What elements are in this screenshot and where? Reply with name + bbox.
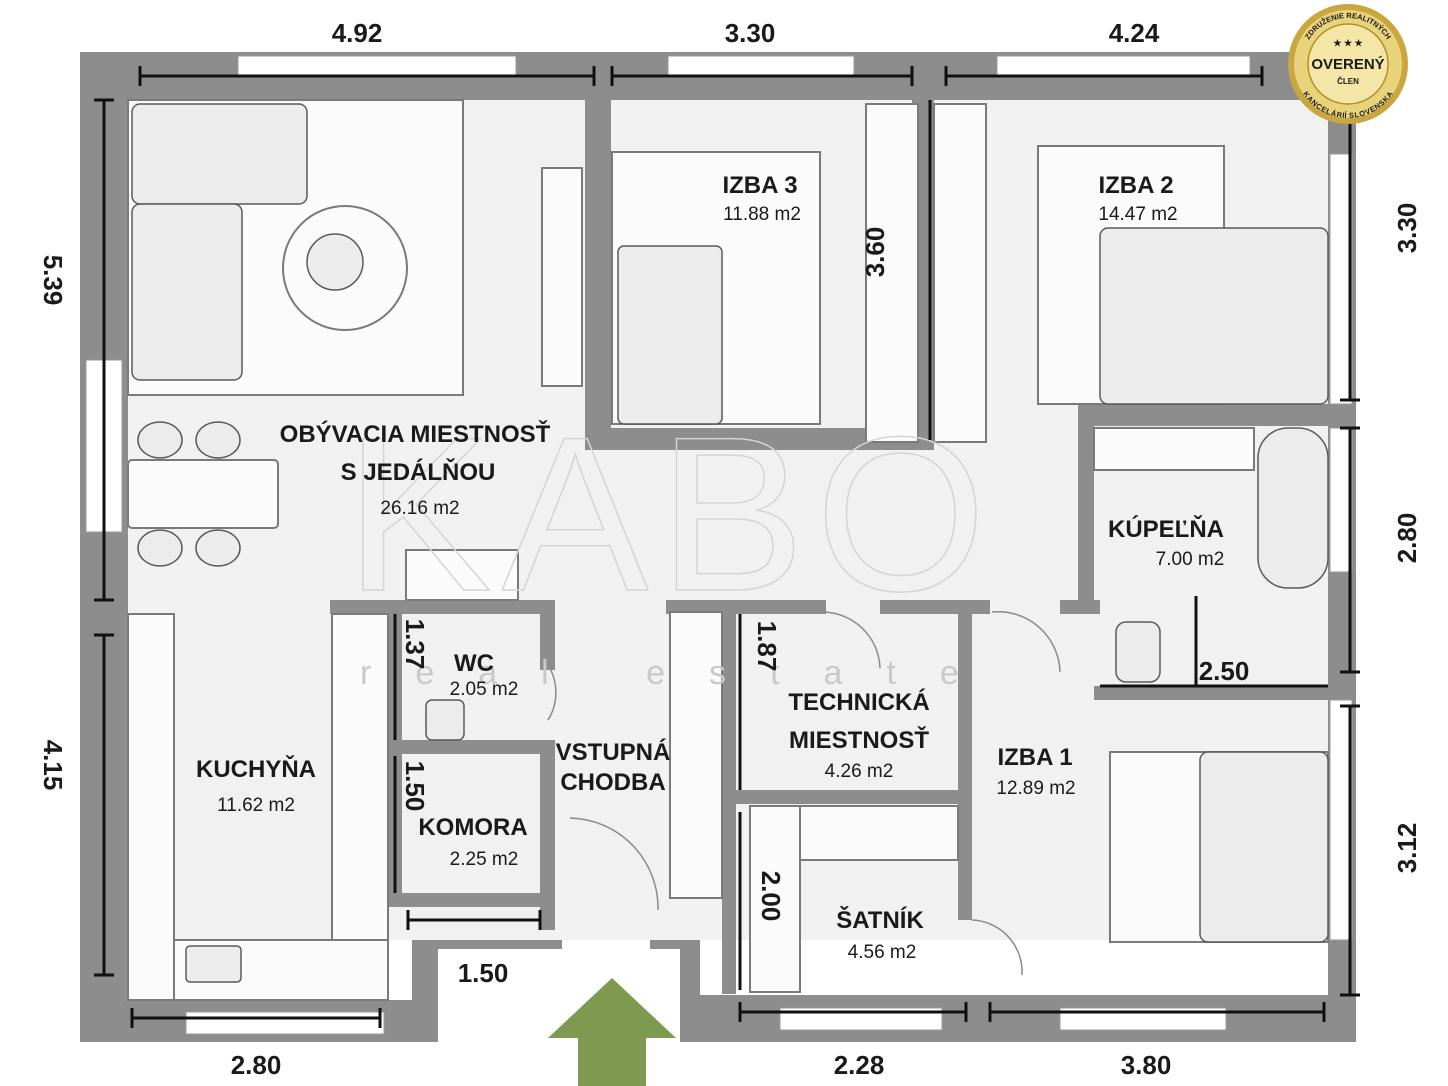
kitchen-area: 11.62 m2 — [217, 795, 295, 816]
dimension-lines — [94, 66, 1360, 1028]
wc-name: WC — [454, 650, 494, 677]
dim-right-upper: 3.30 — [1392, 203, 1422, 254]
living-room-name-2: S JEDÁLŇOU — [341, 458, 496, 486]
door-swings — [547, 610, 1061, 976]
izba2-name: IZBA 2 — [1098, 172, 1173, 199]
dim-komora-height: 1.50 — [400, 761, 430, 812]
interior-walls — [330, 100, 1328, 994]
technical-room-name-1: TECHNICKÁ — [788, 688, 929, 716]
furniture — [127, 99, 1329, 1001]
dim-top-mid: 3.30 — [725, 18, 776, 48]
badge-sub-text: ČLEN — [1337, 77, 1359, 86]
windows — [85, 55, 1353, 1035]
kitchen-name: KUCHYŇA — [196, 755, 316, 783]
wardrobe-name: ŠATNÍK — [836, 906, 924, 934]
komora-name: KOMORA — [418, 814, 527, 841]
izba2-area: 14.47 m2 — [1098, 204, 1177, 225]
dim-hall-wardrobe: 3.60 — [860, 227, 890, 278]
dim-top-left: 4.92 — [332, 18, 383, 48]
dim-left-upper: 5.39 — [38, 255, 68, 306]
watermark-logo: KABO — [345, 391, 996, 637]
room-labels: OBÝVACIA MIESTNOSŤ S JEDÁLŇOU 26.16 m2 I… — [196, 172, 1224, 963]
dim-wardrobe-height: 2.00 — [756, 871, 786, 922]
dim-entrance-width: 1.50 — [458, 958, 509, 988]
wc-area: 2.05 m2 — [450, 679, 519, 700]
komora-area: 2.25 m2 — [450, 849, 519, 870]
dim-bottom-left: 2.80 — [231, 1050, 282, 1080]
izba3-area: 11.88 m2 — [723, 204, 801, 225]
badge-main-text: OVERENÝ — [1311, 55, 1384, 73]
dim-right-lower: 3.12 — [1392, 823, 1422, 874]
hall-name-2: CHODBA — [560, 769, 665, 796]
living-room-name-1: OBÝVACIA MIESTNOSŤ — [280, 420, 551, 448]
technical-room-name-2: MIESTNOSŤ — [789, 726, 929, 754]
dim-bottom-right: 3.80 — [1121, 1050, 1172, 1080]
dim-bottom-mid: 2.28 — [834, 1050, 885, 1080]
living-room-area: 26.16 m2 — [380, 498, 459, 519]
dim-wc-height: 1.37 — [400, 619, 430, 670]
wardrobe-area: 4.56 m2 — [848, 942, 917, 963]
izba1-area: 12.89 m2 — [996, 778, 1075, 799]
entrance-arrow — [548, 978, 676, 1086]
hall-name-1: VSTUPNÁ — [556, 738, 671, 766]
bathroom-area: 7.00 m2 — [1156, 549, 1225, 570]
technical-room-area: 4.26 m2 — [825, 761, 894, 782]
badge-stars: ★ ★ ★ — [1333, 38, 1363, 48]
izba3-name: IZBA 3 — [722, 172, 797, 199]
dim-bath-width: 2.50 — [1199, 656, 1250, 686]
dim-top-right: 4.24 — [1109, 18, 1160, 48]
dim-right-mid: 2.80 — [1392, 513, 1422, 564]
bathroom-name: KÚPEĽŇA — [1108, 515, 1224, 543]
verified-member-badge: ZDRUŽENIE REALITNÝCH KANCELÁRIÍ SLOVENSK… — [1288, 4, 1408, 124]
watermark-subtitle: real estate — [360, 654, 1003, 692]
izba1-name: IZBA 1 — [997, 744, 1072, 771]
dim-technical-height: 1.87 — [752, 621, 782, 672]
watermark: KABO real estate — [344, 390, 1003, 692]
dimension-labels: 4.92 3.30 4.24 5.39 4.15 3.30 2.80 3.12 … — [38, 18, 1422, 1080]
dim-left-lower: 4.15 — [38, 740, 68, 791]
